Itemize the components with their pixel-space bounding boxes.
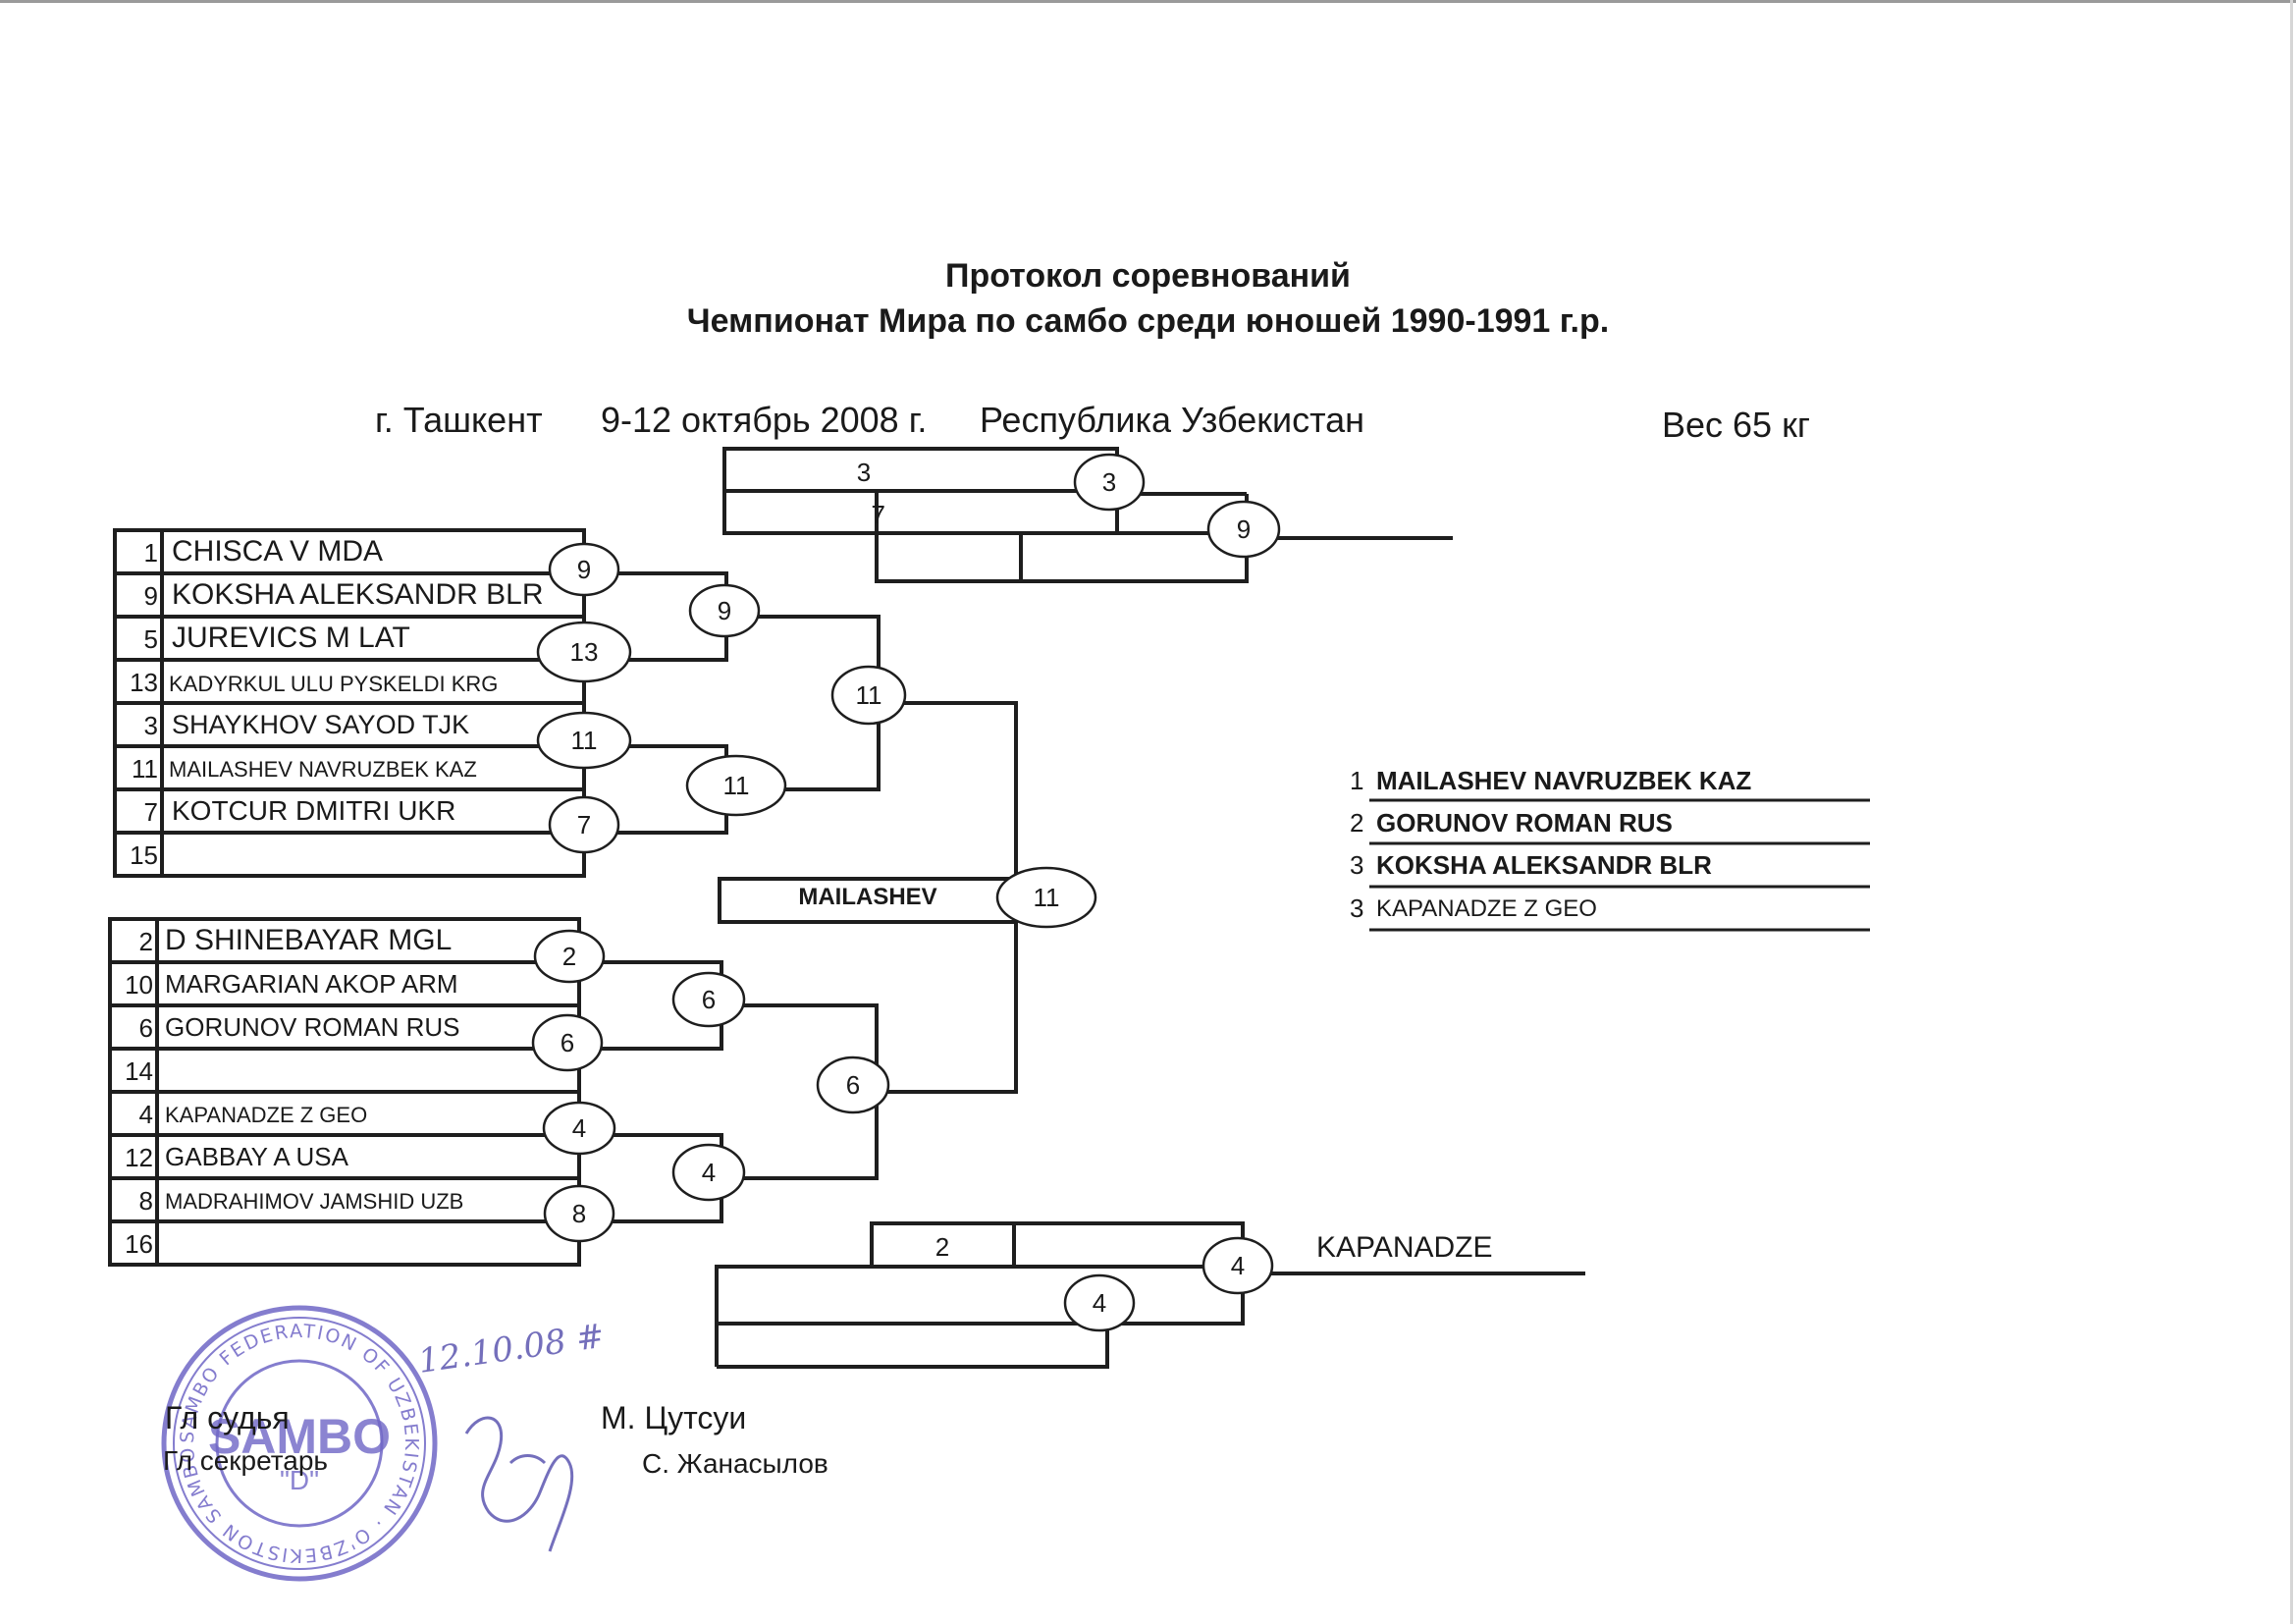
result-place: 2 bbox=[1350, 808, 1364, 838]
result-place: 3 bbox=[1350, 850, 1364, 880]
page-top-edge bbox=[0, 0, 2296, 3]
championship-subtitle: Чемпионат Мира по самбо среди юношей 199… bbox=[686, 302, 1610, 340]
result-name: KOKSHA ALEKSANDR BLR bbox=[1376, 850, 1712, 880]
entry-num: 13 bbox=[130, 668, 158, 697]
rep-top-match2: 9 bbox=[1236, 514, 1252, 544]
entry-name: CHISCA V MDA bbox=[172, 535, 384, 568]
result-name: KAPANADZE Z GEO bbox=[1376, 895, 1597, 922]
pool-b-r1-oval-4 bbox=[543, 1184, 615, 1243]
bout-winner-num: 9 bbox=[576, 555, 592, 584]
bout-winner-num: 4 bbox=[701, 1158, 717, 1187]
rep-bottom-match2: 4 bbox=[1230, 1251, 1246, 1280]
pool-a-r1-oval-1 bbox=[548, 542, 620, 597]
rep-bottom-entry-a: 2 bbox=[934, 1232, 950, 1262]
entry-name: D SHINEBAYAR MGL bbox=[165, 924, 453, 956]
pool-b-r2-oval-2 bbox=[671, 1143, 746, 1202]
rep-top-match1: 3 bbox=[1101, 467, 1117, 497]
pool-a-r2-oval-2 bbox=[685, 754, 787, 817]
weight-category: Вес 65 кг bbox=[1662, 405, 1810, 445]
entry-num: 16 bbox=[125, 1229, 153, 1259]
entry-num: 12 bbox=[125, 1143, 153, 1172]
result-name: GORUNOV ROMAN RUS bbox=[1376, 808, 1673, 838]
rep-top-entry-b: 7 bbox=[871, 500, 885, 529]
svg-text:SAMBO: SAMBO bbox=[208, 1409, 391, 1464]
bout-winner-num: 4 bbox=[571, 1113, 587, 1143]
page-right-edge bbox=[2290, 0, 2293, 1624]
entry-num: 5 bbox=[143, 624, 158, 654]
entry-num: 10 bbox=[125, 970, 153, 1000]
entry-name: MADRAHIMOV JAMSHID UZB bbox=[165, 1189, 464, 1214]
dates: 9-12 октябрь 2008 г. bbox=[601, 400, 928, 440]
svg-text:"D": "D" bbox=[280, 1465, 319, 1495]
bout-winner-num: 11 bbox=[855, 680, 882, 710]
judge-label: Гл судья bbox=[165, 1400, 290, 1435]
rep-top-entry-a: 3 bbox=[856, 458, 872, 487]
entry-num: 6 bbox=[138, 1013, 153, 1043]
entry-name: KOTCUR DMITRI UKR bbox=[172, 795, 456, 826]
entry-name: MAILASHEV NAVRUZBEK KAZ bbox=[169, 757, 477, 782]
bout-winner-num: 9 bbox=[717, 596, 732, 625]
bout-winner-num: 6 bbox=[845, 1070, 861, 1100]
entry-num: 1 bbox=[143, 538, 158, 568]
entry-num: 7 bbox=[143, 797, 158, 827]
pool-a-r2-oval-1 bbox=[688, 583, 761, 638]
final-winner-label: MAILASHEV bbox=[798, 884, 937, 910]
bout-winner-num: 6 bbox=[560, 1028, 575, 1057]
final-winner-num: 11 bbox=[1033, 883, 1060, 912]
entry-name: KOKSHA ALEKSANDR BLR bbox=[172, 578, 544, 611]
entry-name: GABBAY A USA bbox=[165, 1142, 348, 1171]
judge-name: М. Цутсуи bbox=[601, 1400, 747, 1435]
city: г. Ташкент bbox=[375, 400, 543, 440]
pool-b-r1-oval-3 bbox=[542, 1101, 616, 1156]
entry-num: 2 bbox=[138, 927, 153, 956]
secretary-label: Гл секретарь bbox=[163, 1445, 328, 1476]
bout-winner-num: 7 bbox=[576, 810, 592, 839]
entry-num: 4 bbox=[138, 1100, 153, 1129]
entry-num: 11 bbox=[132, 754, 158, 784]
entry-num: 8 bbox=[138, 1186, 153, 1216]
rep-bottom-oval-1 bbox=[1201, 1236, 1274, 1295]
pool-b-r1-oval-2 bbox=[531, 1013, 604, 1072]
bout-winner-num: 6 bbox=[701, 985, 717, 1014]
entry-name: KAPANADZE Z GEO bbox=[165, 1103, 368, 1127]
entry-name: KADYRKUL ULU PYSKELDI KRG bbox=[169, 672, 499, 696]
country: Республика Узбекистан bbox=[980, 400, 1365, 440]
result-name: MAILASHEV NAVRUZBEK KAZ bbox=[1376, 766, 1752, 795]
entry-name: JUREVICS M LAT bbox=[172, 622, 410, 654]
rep-top-oval-1 bbox=[1073, 453, 1146, 512]
entry-num: 9 bbox=[143, 581, 158, 611]
final-oval bbox=[995, 866, 1097, 929]
protocol-title: Протокол соревнований bbox=[945, 257, 1351, 295]
result-place: 1 bbox=[1350, 766, 1364, 795]
bout-winner-num: 11 bbox=[570, 726, 598, 755]
entry-name: MARGARIAN AKOP ARM bbox=[165, 969, 458, 999]
pool-b-r3-oval bbox=[816, 1056, 890, 1114]
pool-a-r1-oval-4 bbox=[548, 795, 620, 854]
rep-bottom-winner-label: KAPANADZE bbox=[1316, 1231, 1493, 1264]
entry-name: GORUNOV ROMAN RUS bbox=[165, 1012, 460, 1042]
svg-text:12.10.08 # 85: 12.10.08 # 85 bbox=[416, 1316, 609, 1381]
rep-top-oval-2 bbox=[1206, 500, 1281, 559]
pool-a-r1-oval-2 bbox=[536, 621, 632, 683]
pool-b-r2-oval-1 bbox=[671, 971, 746, 1028]
bout-winner-num: 11 bbox=[722, 771, 750, 800]
pool-b-r1-oval-1 bbox=[533, 929, 606, 984]
bout-winner-num: 8 bbox=[571, 1199, 587, 1228]
entry-num: 14 bbox=[125, 1056, 153, 1086]
rep-bottom-oval-2 bbox=[1063, 1273, 1136, 1332]
secretary-name: С. Жанасылов bbox=[642, 1448, 828, 1479]
pool-a-r3-oval bbox=[830, 665, 907, 726]
result-place: 3 bbox=[1350, 893, 1364, 923]
entry-num: 3 bbox=[143, 711, 158, 740]
bout-winner-num: 13 bbox=[569, 637, 599, 667]
pool-a-r1-oval-3 bbox=[536, 711, 632, 770]
bout-winner-num: 2 bbox=[561, 942, 577, 971]
federation-stamp: SAMBO FEDERATION OF UZBEKISTAN · O'ZBEKI… bbox=[157, 1301, 438, 1582]
rep-bottom-match1: 4 bbox=[1092, 1288, 1107, 1318]
entry-num: 15 bbox=[130, 840, 158, 870]
signature: 12.10.08 # 85 bbox=[416, 1316, 609, 1552]
entry-name: SHAYKHOV SAYOD TJK bbox=[172, 710, 470, 739]
